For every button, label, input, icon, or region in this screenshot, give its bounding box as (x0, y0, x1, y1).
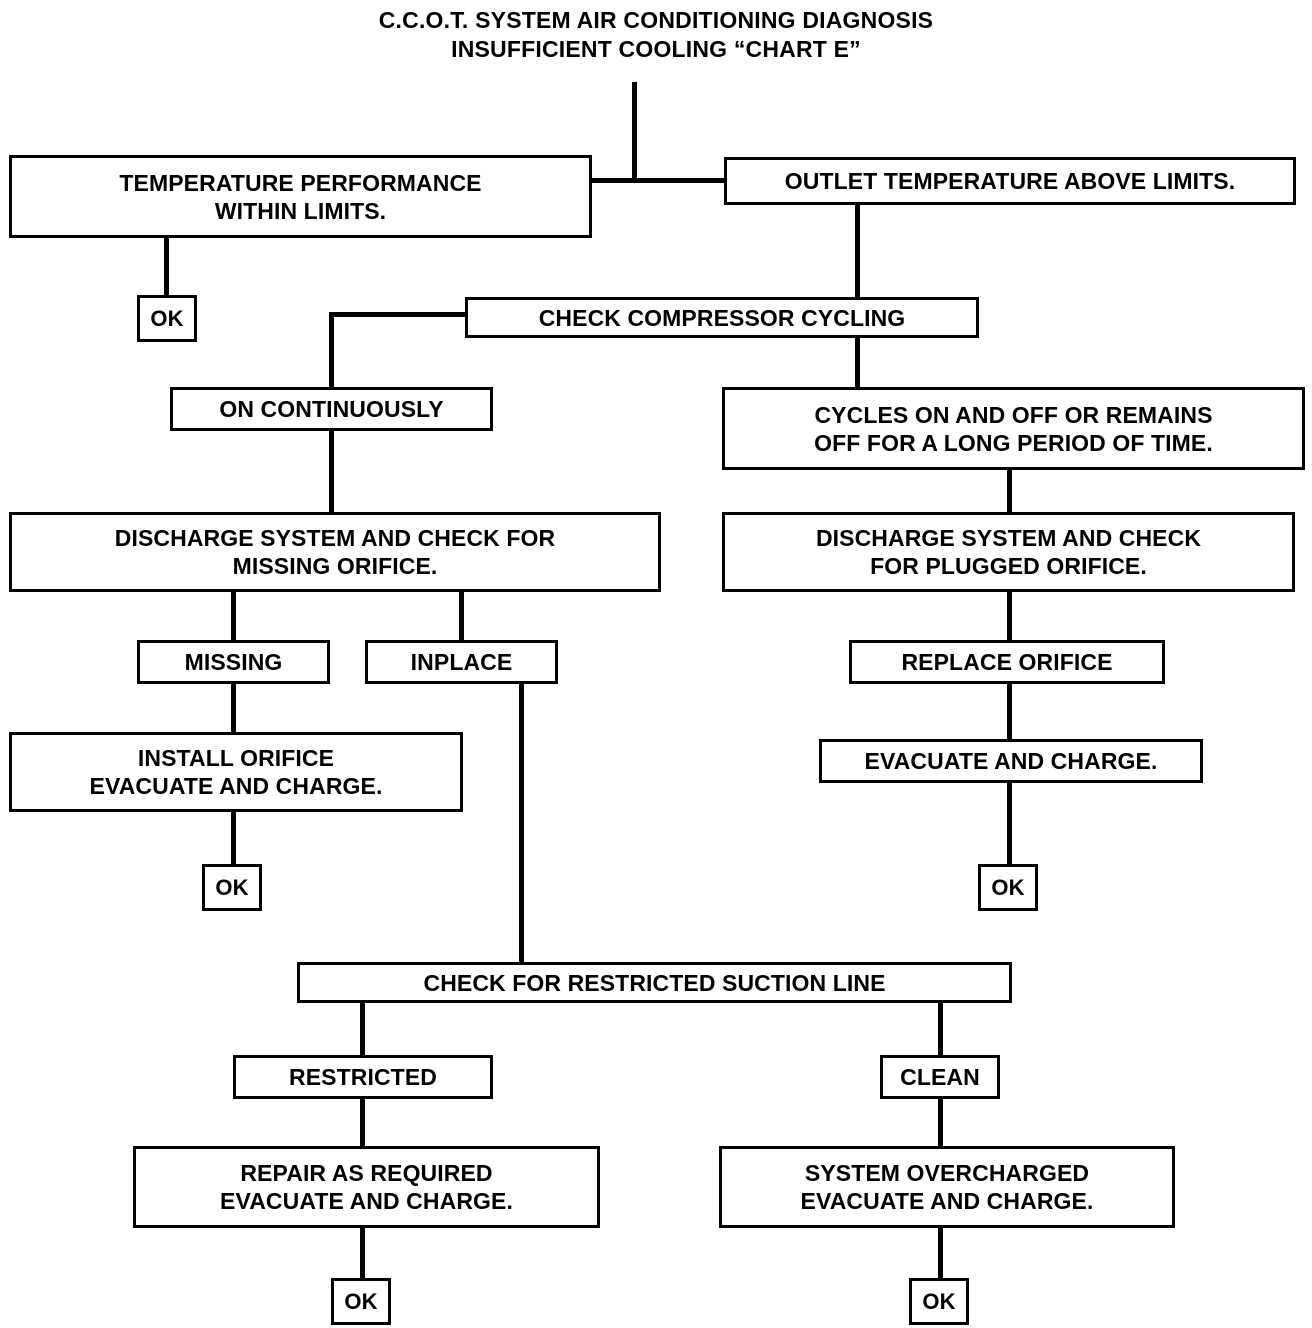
title-line-1: C.C.O.T. SYSTEM AIR CONDITIONING DIAGNOS… (378, 7, 934, 33)
node-missing-label: MISSING (184, 649, 283, 675)
connector-cycling-cycles (855, 335, 860, 390)
connector-replace-evac (1007, 682, 1012, 741)
node-discharge-check-plugged-orifice[interactable]: DISCHARGE SYSTEM AND CHECK FOR PLUGGED O… (722, 512, 1295, 592)
node-install-orifice-line2: EVACUATE AND CHARGE. (89, 773, 383, 799)
connector-install-ok2 (231, 800, 236, 866)
node-check-compressor-cycling-line1: CHECK COMPRESSOR CYCLING (538, 304, 906, 331)
connector-restricted-repair (360, 1097, 365, 1149)
connector-repair-ok4 (360, 1226, 365, 1280)
node-evacuate-and-charge[interactable]: EVACUATE AND CHARGE. (819, 739, 1203, 783)
node-outlet-temperature-above-limits[interactable]: OUTLET TEMPERATURE ABOVE LIMITS. (724, 157, 1296, 205)
node-install-orifice-evacuate-charge[interactable]: INSTALL ORIFICE EVACUATE AND CHARGE. (9, 732, 463, 812)
node-system-overcharged-line1: SYSTEM OVERCHARGED (804, 1160, 1090, 1186)
node-system-overcharged-line2: EVACUATE AND CHARGE. (800, 1188, 1094, 1214)
connector-tempok-ok1 (164, 235, 169, 297)
connector-oncont-dischmiss (329, 428, 334, 516)
connector-dischmiss-inplace (459, 589, 464, 643)
node-ok-overcharged-label: OK (922, 1288, 956, 1314)
connector-evac-ok3 (1007, 774, 1012, 866)
node-restricted-label: RESTRICTED (289, 1064, 437, 1090)
node-inplace-label: INPLACE (410, 649, 513, 675)
node-discharge-check-missing-orifice[interactable]: DISCHARGE SYSTEM AND CHECK FOR MISSING O… (9, 512, 661, 592)
node-on-continuously[interactable]: ON CONTINUOUSLY (170, 387, 493, 431)
node-ok-temperature[interactable]: OK (137, 295, 197, 342)
connector-dischmiss-missing (231, 589, 236, 643)
node-cycles-on-and-off-line1: CYCLES ON AND OFF OR REMAINS (814, 401, 1213, 428)
node-ok-repair[interactable]: OK (331, 1278, 391, 1325)
connector-suction-clean (938, 1000, 943, 1058)
node-check-restricted-suction-line-label: CHECK FOR RESTRICTED SUCTION LINE (423, 969, 886, 996)
node-discharge-check-plugged-orifice-line1: DISCHARGE SYSTEM AND CHECK (815, 525, 1202, 551)
node-ok-replace-orifice-label: OK (991, 874, 1025, 900)
connector-outlet-cycling (855, 202, 860, 299)
node-ok-overcharged[interactable]: OK (909, 1278, 969, 1325)
node-check-compressor-cycling[interactable]: CHECK COMPRESSOR CYCLING (465, 297, 979, 338)
node-ok-install-orifice[interactable]: OK (202, 864, 262, 911)
node-temperature-within-limits[interactable]: TEMPERATURE PERFORMANCE WITHIN LIMITS. (9, 155, 592, 238)
node-on-continuously-line1: ON CONTINUOUSLY (219, 396, 444, 422)
node-ok-repair-label: OK (344, 1288, 378, 1314)
node-clean-label: CLEAN (900, 1064, 980, 1090)
node-discharge-check-missing-orifice-line2: MISSING ORIFICE. (232, 553, 438, 579)
node-repair-as-required-line2: EVACUATE AND CHARGE. (220, 1188, 513, 1214)
node-replace-orifice[interactable]: REPLACE ORIFICE (849, 640, 1165, 684)
node-cycles-on-and-off[interactable]: CYCLES ON AND OFF OR REMAINS OFF FOR A L… (722, 387, 1305, 470)
connector-root-stem (632, 82, 637, 182)
connector-cycles-dischplug (1007, 467, 1012, 516)
node-missing[interactable]: MISSING (137, 640, 330, 684)
node-install-orifice-line1: INSTALL ORIFICE (137, 745, 335, 771)
node-ok-replace-orifice[interactable]: OK (978, 864, 1038, 911)
node-clean[interactable]: CLEAN (880, 1055, 1000, 1099)
node-cycles-on-and-off-line2: OFF FOR A LONG PERIOD OF TIME. (814, 429, 1213, 456)
connector-suction-restricted (360, 1000, 365, 1058)
node-temperature-within-limits-line2: WITHIN LIMITS. (214, 197, 387, 224)
node-temperature-within-limits-line1: TEMPERATURE PERFORMANCE (119, 169, 482, 196)
connector-cycling-elbow (329, 312, 469, 317)
connector-root-bus (589, 178, 727, 183)
node-discharge-check-missing-orifice-line1: DISCHARGE SYSTEM AND CHECK FOR (114, 525, 556, 551)
node-repair-as-required-line1: REPAIR AS REQUIRED (240, 1160, 493, 1186)
connector-inplace-suction (519, 682, 524, 965)
node-discharge-check-plugged-orifice-line2: FOR PLUGGED ORIFICE. (870, 553, 1147, 579)
connector-clean-overcharged (938, 1097, 943, 1149)
node-outlet-temperature-above-limits-line1: OUTLET TEMPERATURE ABOVE LIMITS. (784, 168, 1236, 194)
node-repair-as-required[interactable]: REPAIR AS REQUIRED EVACUATE AND CHARGE. (133, 1146, 600, 1228)
title-line-2: INSUFFICIENT COOLING “CHART E” (451, 36, 861, 62)
node-replace-orifice-label: REPLACE ORIFICE (901, 649, 1113, 675)
node-ok-temperature-label: OK (150, 305, 184, 331)
page-title: C.C.O.T. SYSTEM AIR CONDITIONING DIAGNOS… (0, 6, 1312, 64)
node-ok-install-orifice-label: OK (215, 874, 249, 900)
node-evacuate-and-charge-label: EVACUATE AND CHARGE. (864, 748, 1158, 774)
connector-overcharged-ok5 (938, 1226, 943, 1280)
node-inplace[interactable]: INPLACE (365, 640, 558, 684)
connector-missing-install (231, 682, 236, 737)
node-system-overcharged[interactable]: SYSTEM OVERCHARGED EVACUATE AND CHARGE. (719, 1146, 1175, 1228)
node-restricted[interactable]: RESTRICTED (233, 1055, 493, 1099)
connector-dischplug-replace (1007, 589, 1012, 643)
connector-cycling-left-drop (329, 312, 334, 390)
node-check-restricted-suction-line[interactable]: CHECK FOR RESTRICTED SUCTION LINE (297, 962, 1012, 1003)
